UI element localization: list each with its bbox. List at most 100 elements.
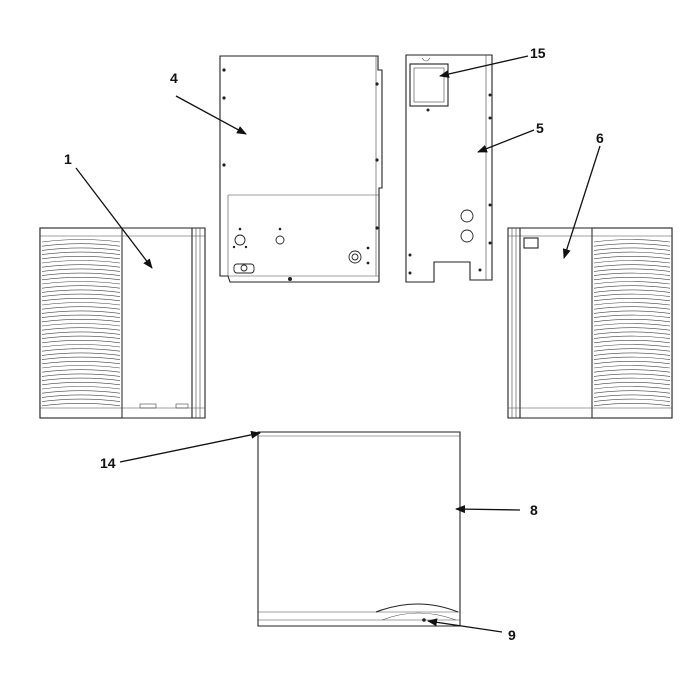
louver-slat — [593, 281, 671, 285]
leader-6 — [562, 145, 601, 259]
louver-slat — [41, 377, 121, 381]
louver-slat — [41, 331, 121, 335]
louver-slat — [593, 352, 671, 356]
louver-slat — [593, 243, 671, 247]
louver-slat — [41, 390, 121, 394]
callout-5: 5 — [536, 120, 544, 136]
louver-slat — [593, 289, 671, 293]
louver-slat — [593, 314, 671, 318]
louver-slat — [593, 340, 671, 344]
louver-slat — [593, 319, 671, 323]
callout-8: 8 — [530, 502, 538, 518]
louver-slat — [41, 243, 121, 247]
louver-slat — [41, 348, 121, 352]
louver-slat — [593, 264, 671, 268]
leader-4 — [175, 95, 247, 135]
leader-14 — [119, 430, 261, 463]
louver-slat — [593, 298, 671, 302]
louver-slat — [593, 285, 671, 289]
louver-slat — [593, 356, 671, 360]
louver-slat — [593, 369, 671, 373]
louver-slat — [41, 352, 121, 356]
louver-slat — [41, 247, 121, 251]
louver-slat — [593, 302, 671, 306]
louver-slat — [41, 272, 121, 276]
louver-slat — [593, 323, 671, 327]
louver-slat — [593, 251, 671, 255]
louver-slat — [41, 314, 121, 318]
louver-slat — [41, 260, 121, 264]
louver-slat — [593, 277, 671, 281]
louver-slat — [593, 386, 671, 390]
callout-14: 14 — [100, 455, 116, 471]
louver-slat — [593, 361, 671, 365]
leader-5 — [477, 129, 535, 153]
louver-slat — [593, 293, 671, 297]
louver-slat — [41, 264, 121, 268]
leader-8 — [455, 505, 521, 514]
control-box-panel — [405, 54, 493, 283]
control-box-cover — [409, 57, 449, 112]
callout-1: 1 — [64, 151, 72, 167]
louver-slat — [593, 365, 671, 369]
louver-slat — [41, 323, 121, 327]
louver-slat — [41, 340, 121, 344]
louver-slat — [593, 239, 671, 243]
leader-1 — [75, 167, 153, 269]
louver-slat — [593, 344, 671, 348]
louver-slat — [41, 281, 121, 285]
louver-slat — [593, 256, 671, 260]
left-louvered-panel — [39, 227, 206, 419]
louver-slat — [41, 256, 121, 260]
callout-15: 15 — [530, 45, 546, 61]
louver-slat — [41, 293, 121, 297]
louver-slat — [41, 310, 121, 314]
louver-slat — [593, 268, 671, 272]
louver-slat — [593, 398, 671, 402]
leader-9 — [427, 618, 503, 633]
louver-slat — [41, 394, 121, 398]
louver-slat — [41, 285, 121, 289]
louver-slat — [593, 306, 671, 310]
louver-slat — [41, 306, 121, 310]
louver-slat — [41, 239, 121, 243]
louver-slat — [41, 298, 121, 302]
callout-labels: 4 15 5 1 6 14 8 9 — [64, 45, 604, 643]
louver-slat — [41, 319, 121, 323]
louver-slat — [593, 247, 671, 251]
louver-slat — [593, 327, 671, 331]
louver-slat — [41, 373, 121, 377]
louver-slat — [41, 277, 121, 281]
callout-4: 4 — [170, 70, 178, 86]
louver-slat — [41, 344, 121, 348]
right-louvered-panel — [507, 227, 673, 419]
louver-slat — [593, 403, 671, 407]
louver-slat — [41, 268, 121, 272]
louver-slat — [41, 398, 121, 402]
rear-access-panel — [219, 55, 383, 283]
louver-slat — [41, 369, 121, 373]
louver-slat — [41, 289, 121, 293]
louver-slat — [41, 386, 121, 390]
louver-slat — [41, 382, 121, 386]
louver-slat — [593, 331, 671, 335]
louver-slat — [41, 327, 121, 331]
louver-slat — [41, 361, 121, 365]
callout-9: 9 — [508, 627, 516, 643]
louver-slat — [41, 365, 121, 369]
leader-15 — [439, 55, 529, 78]
louver-slat — [41, 356, 121, 360]
louver-slat — [593, 260, 671, 264]
louver-slat — [593, 310, 671, 314]
louver-slat — [593, 373, 671, 377]
louver-slat — [41, 251, 121, 255]
louver-slat — [593, 348, 671, 352]
left-panel-louvers — [41, 239, 121, 407]
louver-slat — [593, 272, 671, 276]
louver-slat — [593, 335, 671, 339]
right-panel-louvers — [593, 239, 671, 407]
louver-slat — [41, 302, 121, 306]
louver-slat — [593, 394, 671, 398]
top-cover — [257, 431, 461, 627]
